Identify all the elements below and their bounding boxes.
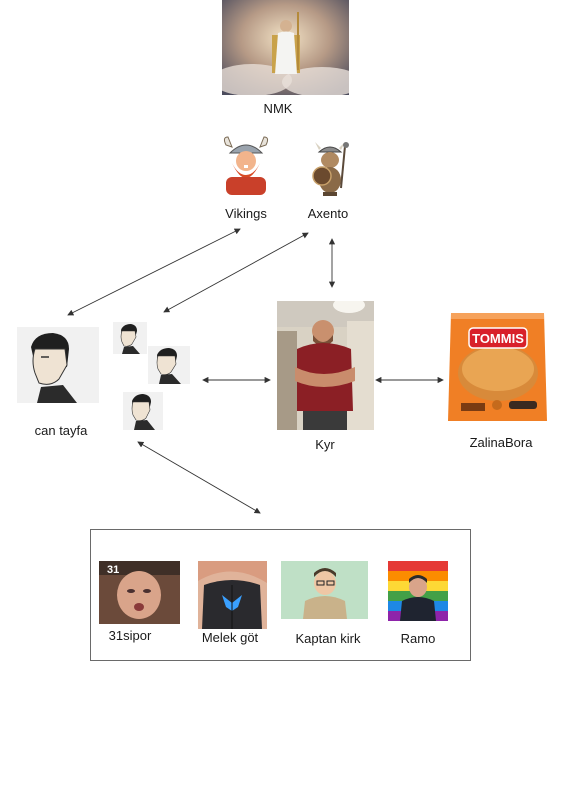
vikings-label: Vikings — [225, 206, 267, 221]
member-kaptan-kirk-label: Kaptan kirk — [295, 631, 361, 646]
group-box — [90, 529, 471, 661]
axento-label: Axento — [307, 206, 349, 221]
member-kaptan-kirk-photo — [281, 561, 368, 619]
can-tayfa-label: can tayfa — [34, 423, 88, 438]
member-31sipor-badge: 31 — [107, 564, 119, 576]
arrow-axento-to-small-heads — [163, 232, 309, 313]
member-ramo-label: Ramo — [400, 631, 436, 646]
member-melek-got-photo — [198, 561, 267, 629]
nmk-label: NMK — [263, 101, 293, 116]
can-tayfa-main-portrait — [17, 327, 99, 403]
can-tayfa-small-portrait-3 — [123, 392, 163, 430]
vikings-image — [218, 135, 274, 197]
member-31sipor-label: 31sipor — [108, 628, 152, 643]
arrow-heads-to-group — [137, 441, 261, 514]
kyr-photo — [277, 301, 374, 430]
kyr-label: Kyr — [315, 437, 335, 452]
member-31sipor-photo: 31 — [99, 561, 180, 624]
nmk-image — [222, 0, 349, 95]
can-tayfa-small-portrait-1 — [113, 322, 147, 354]
zalinabora-product-image: TOMMIS — [447, 311, 548, 423]
arrow-vikings-to-can-tayfa — [67, 228, 241, 316]
can-tayfa-small-portrait-2 — [148, 346, 190, 384]
member-ramo-photo — [388, 561, 448, 621]
zalinabora-brand-text: TOMMIS — [472, 331, 524, 346]
zalinabora-label: ZalinaBora — [469, 435, 533, 450]
member-melek-got-label: Melek göt — [201, 630, 259, 645]
axento-image — [305, 138, 355, 198]
